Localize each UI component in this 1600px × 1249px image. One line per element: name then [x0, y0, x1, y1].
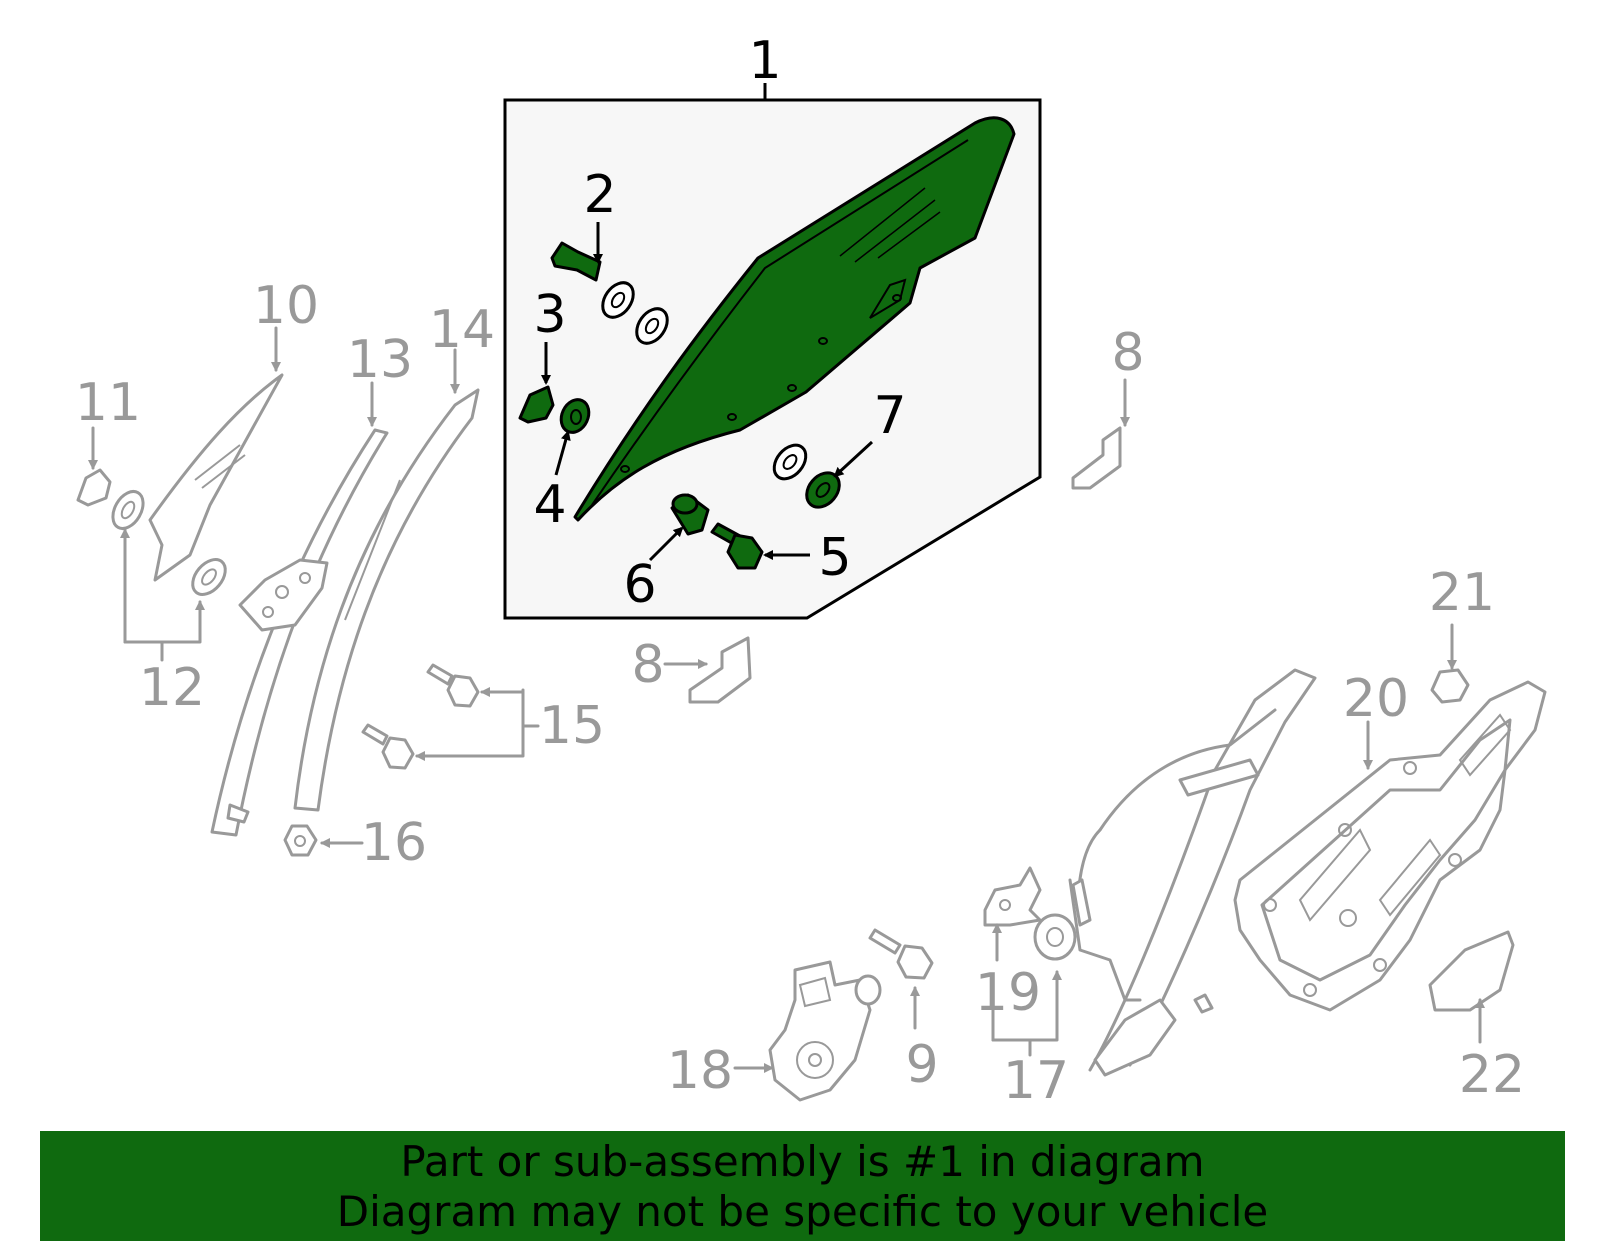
clip-part-11[interactable]	[76, 468, 112, 507]
clip-part-3[interactable]	[518, 385, 555, 424]
notice-banner: Part or sub-assembly is #1 in diagram Di…	[40, 1131, 1565, 1241]
callout-7: 7	[873, 386, 906, 446]
callout-17: 17	[1003, 1051, 1069, 1111]
callout-21: 21	[1429, 563, 1495, 623]
callout-11: 11	[75, 373, 141, 433]
bolt-part-15[interactable]	[361, 663, 480, 770]
regulator-part-17[interactable]	[1033, 668, 1317, 1077]
bracket-part-8-lower[interactable]	[688, 636, 752, 704]
callout-12: 12	[139, 658, 205, 718]
callout-9: 9	[905, 1035, 938, 1095]
nut-part-16[interactable]	[283, 824, 318, 857]
callout-2: 2	[583, 165, 616, 225]
spacer-part-6[interactable]	[670, 493, 710, 536]
callout-1: 1	[748, 31, 781, 91]
callout-5: 5	[818, 528, 851, 588]
banner-line-2: Diagram may not be specific to your vehi…	[336, 1187, 1269, 1236]
washer-part-7[interactable]	[768, 439, 846, 513]
callout-3: 3	[533, 285, 566, 345]
callout-13: 13	[347, 330, 413, 390]
callout-10: 10	[253, 276, 319, 336]
callout-22: 22	[1459, 1045, 1525, 1105]
run-channel-part-13[interactable]	[210, 428, 389, 837]
callout-4: 4	[533, 475, 566, 535]
bolt-part-5[interactable]	[710, 522, 764, 570]
clip-part-21[interactable]	[1430, 668, 1470, 704]
callout-6: 6	[623, 555, 656, 615]
screw-part-2[interactable]	[550, 241, 602, 282]
module-panel-part-20[interactable]	[1233, 680, 1547, 1012]
callout-19: 19	[975, 963, 1041, 1023]
motor-part-18[interactable]	[768, 960, 882, 1102]
pad-part-22[interactable]	[1428, 930, 1515, 1012]
seal-part-12[interactable]	[107, 486, 232, 600]
channel-part-14[interactable]	[293, 388, 480, 812]
quarter-glass-part-10[interactable]	[148, 373, 284, 582]
callout-20: 20	[1343, 669, 1409, 729]
callout-14: 14	[429, 300, 495, 360]
banner-line-1: Part or sub-assembly is #1 in diagram	[400, 1137, 1205, 1186]
bolt-part-9[interactable]	[868, 928, 934, 980]
callout-15: 15	[539, 696, 605, 756]
callout-18: 18	[667, 1041, 733, 1101]
bracket-part-19[interactable]	[983, 866, 1042, 927]
callout-16: 16	[361, 813, 427, 873]
door-glass-part[interactable]	[573, 116, 1016, 522]
bracket-part-8-right[interactable]	[1071, 426, 1122, 490]
callout-8-lower: 8	[631, 635, 664, 695]
washer-pair[interactable]	[596, 277, 673, 349]
callout-8-right: 8	[1111, 323, 1144, 383]
